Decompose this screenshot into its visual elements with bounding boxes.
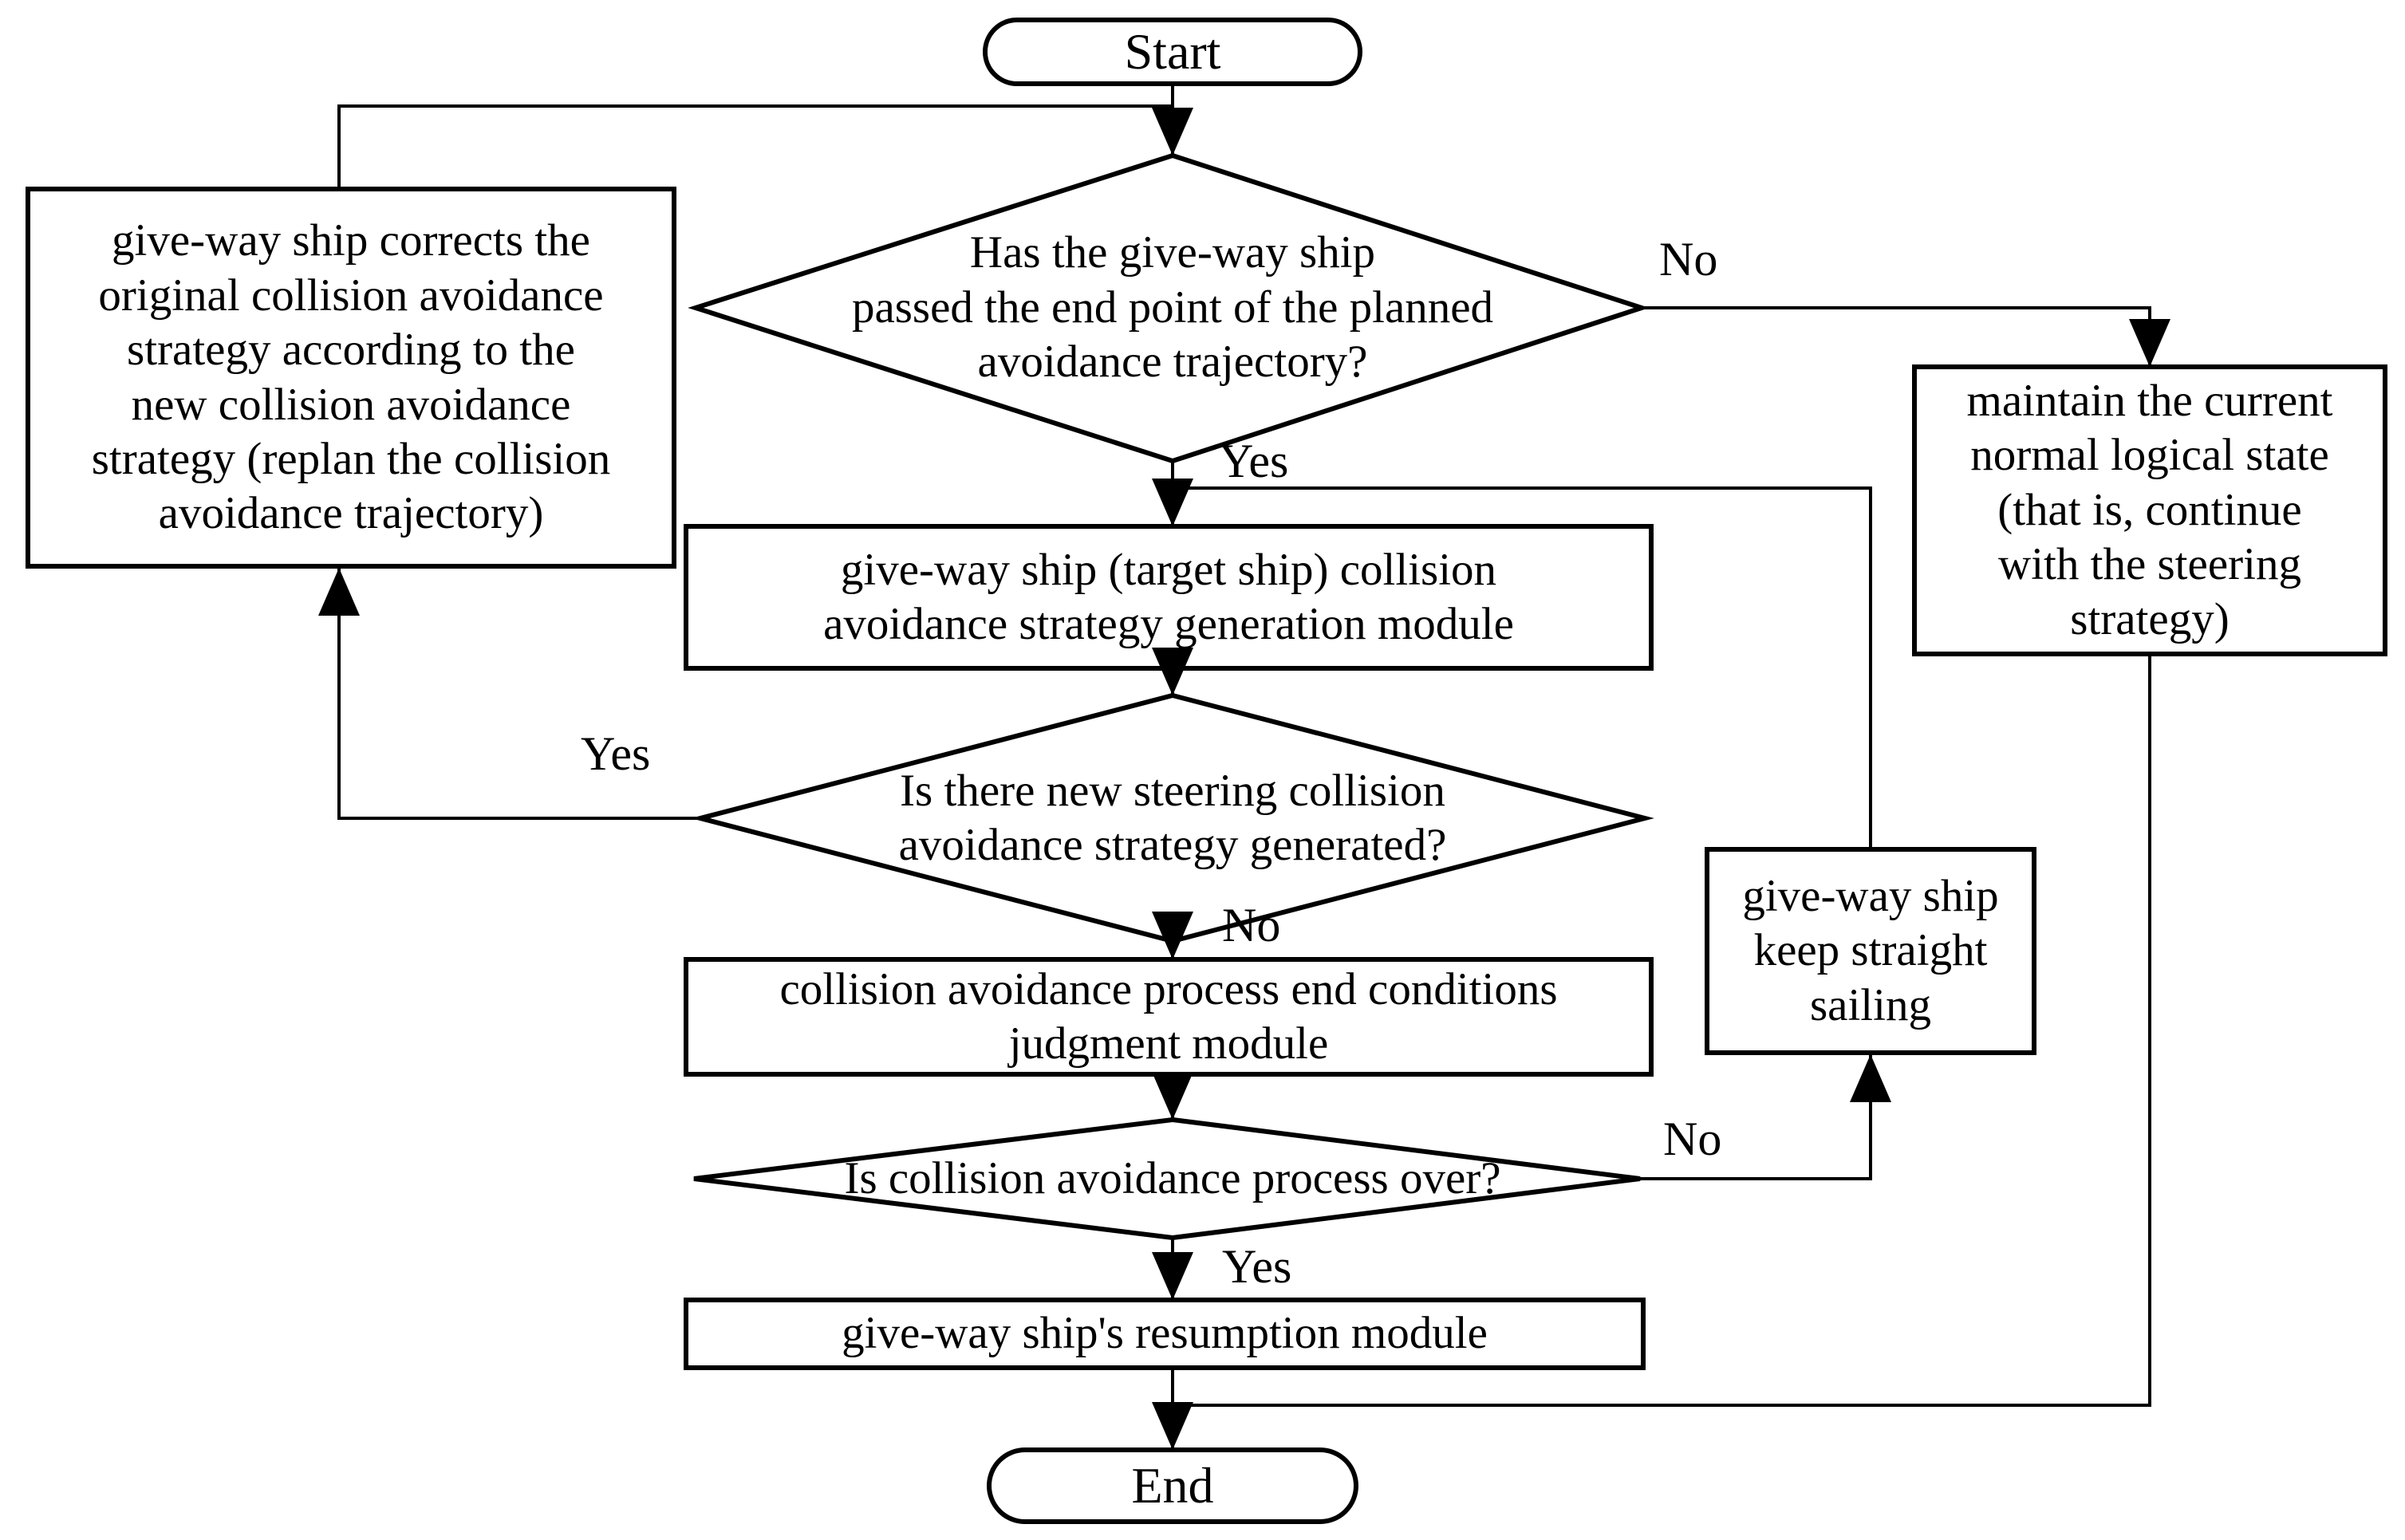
end-terminal-label: End — [1131, 1456, 1214, 1514]
edge-decision2-yes — [337, 568, 700, 820]
start-terminal-shape — [983, 18, 1362, 86]
correct-strategy-box-text: give-way ship corrects the original coll… — [91, 215, 611, 539]
edge-maintain-to-end — [1173, 654, 2151, 1407]
arrowhead-into-endconditions-box — [1152, 912, 1193, 959]
keep-straight-box-shape — [1705, 847, 2036, 1055]
edge-correct-strategy-loop — [337, 104, 1173, 189]
start-terminal-label: Start — [1124, 22, 1221, 80]
decision3-no-label: No — [1663, 1113, 1722, 1165]
arrowhead-into-maintain-box — [2129, 319, 2170, 367]
resumption-box-shape — [684, 1298, 1646, 1370]
arrowhead-into-decision1 — [1152, 108, 1193, 156]
decision1-diamond-shape — [688, 152, 1650, 464]
decision2-no-label: No — [1222, 899, 1281, 951]
decision3-diamond-shape — [693, 1117, 1641, 1241]
decision1-diamond-text: Has the give-way ship passed the end poi… — [851, 227, 1494, 388]
edge-decision1-no — [1642, 306, 2151, 367]
decision2-yes-label: Yes — [581, 727, 651, 780]
end-conditions-box-text: collision avoidance process end conditio… — [779, 963, 1558, 1069]
keep-straight-box-text: give-way ship keep straight sailing — [1742, 870, 1999, 1030]
arrowhead-into-keep-straight-box — [1850, 1054, 1891, 1102]
end-conditions-box-shape — [684, 957, 1654, 1077]
strategy-generation-box-shape — [684, 524, 1654, 671]
correct-strategy-box-shape — [26, 187, 676, 569]
decision3-diamond-text: Is collision avoidance process over? — [844, 1152, 1501, 1203]
decision1-no-label: No — [1659, 233, 1718, 286]
decision3-yes-label: Yes — [1222, 1240, 1292, 1293]
arrowhead-into-decision3 — [1152, 1072, 1193, 1120]
decision2-diamond-text: Is there new steering collision avoidanc… — [898, 765, 1447, 870]
arrowhead-into-correct-strategy-box — [318, 568, 360, 616]
arrowhead-into-generation-box — [1152, 479, 1193, 526]
strategy-generation-box-text: give-way ship (target ship) collision av… — [823, 544, 1514, 649]
arrowhead-into-end — [1152, 1402, 1193, 1450]
decision1-yes-label: Yes — [1219, 435, 1289, 487]
arrowhead-into-decision2 — [1152, 648, 1193, 695]
edge-keep-straight-feedback — [1173, 486, 1872, 849]
arrowhead-into-resumption-box — [1152, 1252, 1193, 1300]
maintain-state-box-text: maintain the current normal logical stat… — [1966, 376, 2333, 644]
resumption-box-text: give-way ship's resumption module — [842, 1308, 1488, 1359]
